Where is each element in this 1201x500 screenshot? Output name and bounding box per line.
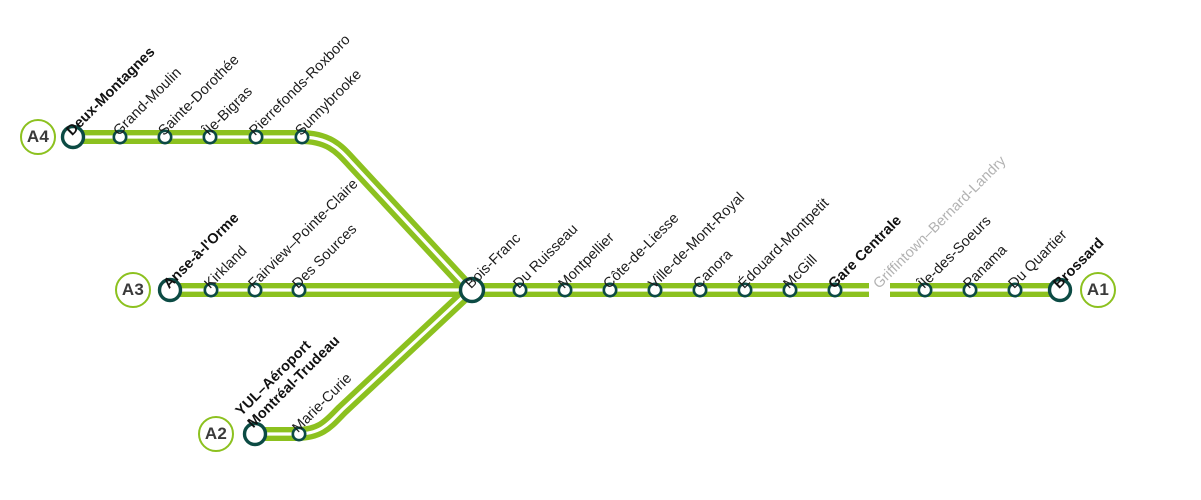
station-marker[interactable] <box>248 129 264 145</box>
station-marker[interactable] <box>782 282 798 298</box>
route-a2 <box>255 288 471 441</box>
station-marker[interactable] <box>962 282 978 298</box>
station-marker[interactable] <box>827 282 843 298</box>
station-marker[interactable] <box>291 426 307 442</box>
station-marker[interactable] <box>247 282 263 298</box>
station-marker[interactable] <box>458 276 486 304</box>
station-marker[interactable] <box>512 282 528 298</box>
station-marker[interactable] <box>157 129 173 145</box>
branch-badge-a2[interactable]: A2 <box>198 416 234 452</box>
station-marker[interactable] <box>557 282 573 298</box>
station-marker[interactable] <box>60 124 86 150</box>
station-marker[interactable] <box>737 282 753 298</box>
station-marker[interactable] <box>203 282 219 298</box>
route-a4 <box>73 130 472 291</box>
station-marker[interactable] <box>1007 282 1023 298</box>
station-marker[interactable] <box>294 129 310 145</box>
station-marker[interactable] <box>242 421 268 447</box>
branch-badge-a1[interactable]: A1 <box>1080 272 1116 308</box>
station-marker[interactable] <box>1047 277 1073 303</box>
station-marker[interactable] <box>157 277 183 303</box>
station-marker[interactable] <box>291 282 307 298</box>
station-marker[interactable] <box>647 282 663 298</box>
branch-badge-a3[interactable]: A3 <box>115 272 151 308</box>
station-marker[interactable] <box>602 282 618 298</box>
station-marker[interactable] <box>692 282 708 298</box>
station-marker[interactable] <box>202 129 218 145</box>
station-marker[interactable] <box>917 282 933 298</box>
station-markers <box>60 124 1073 447</box>
station-marker[interactable] <box>112 129 128 145</box>
branch-badge-a4[interactable]: A4 <box>20 119 56 155</box>
